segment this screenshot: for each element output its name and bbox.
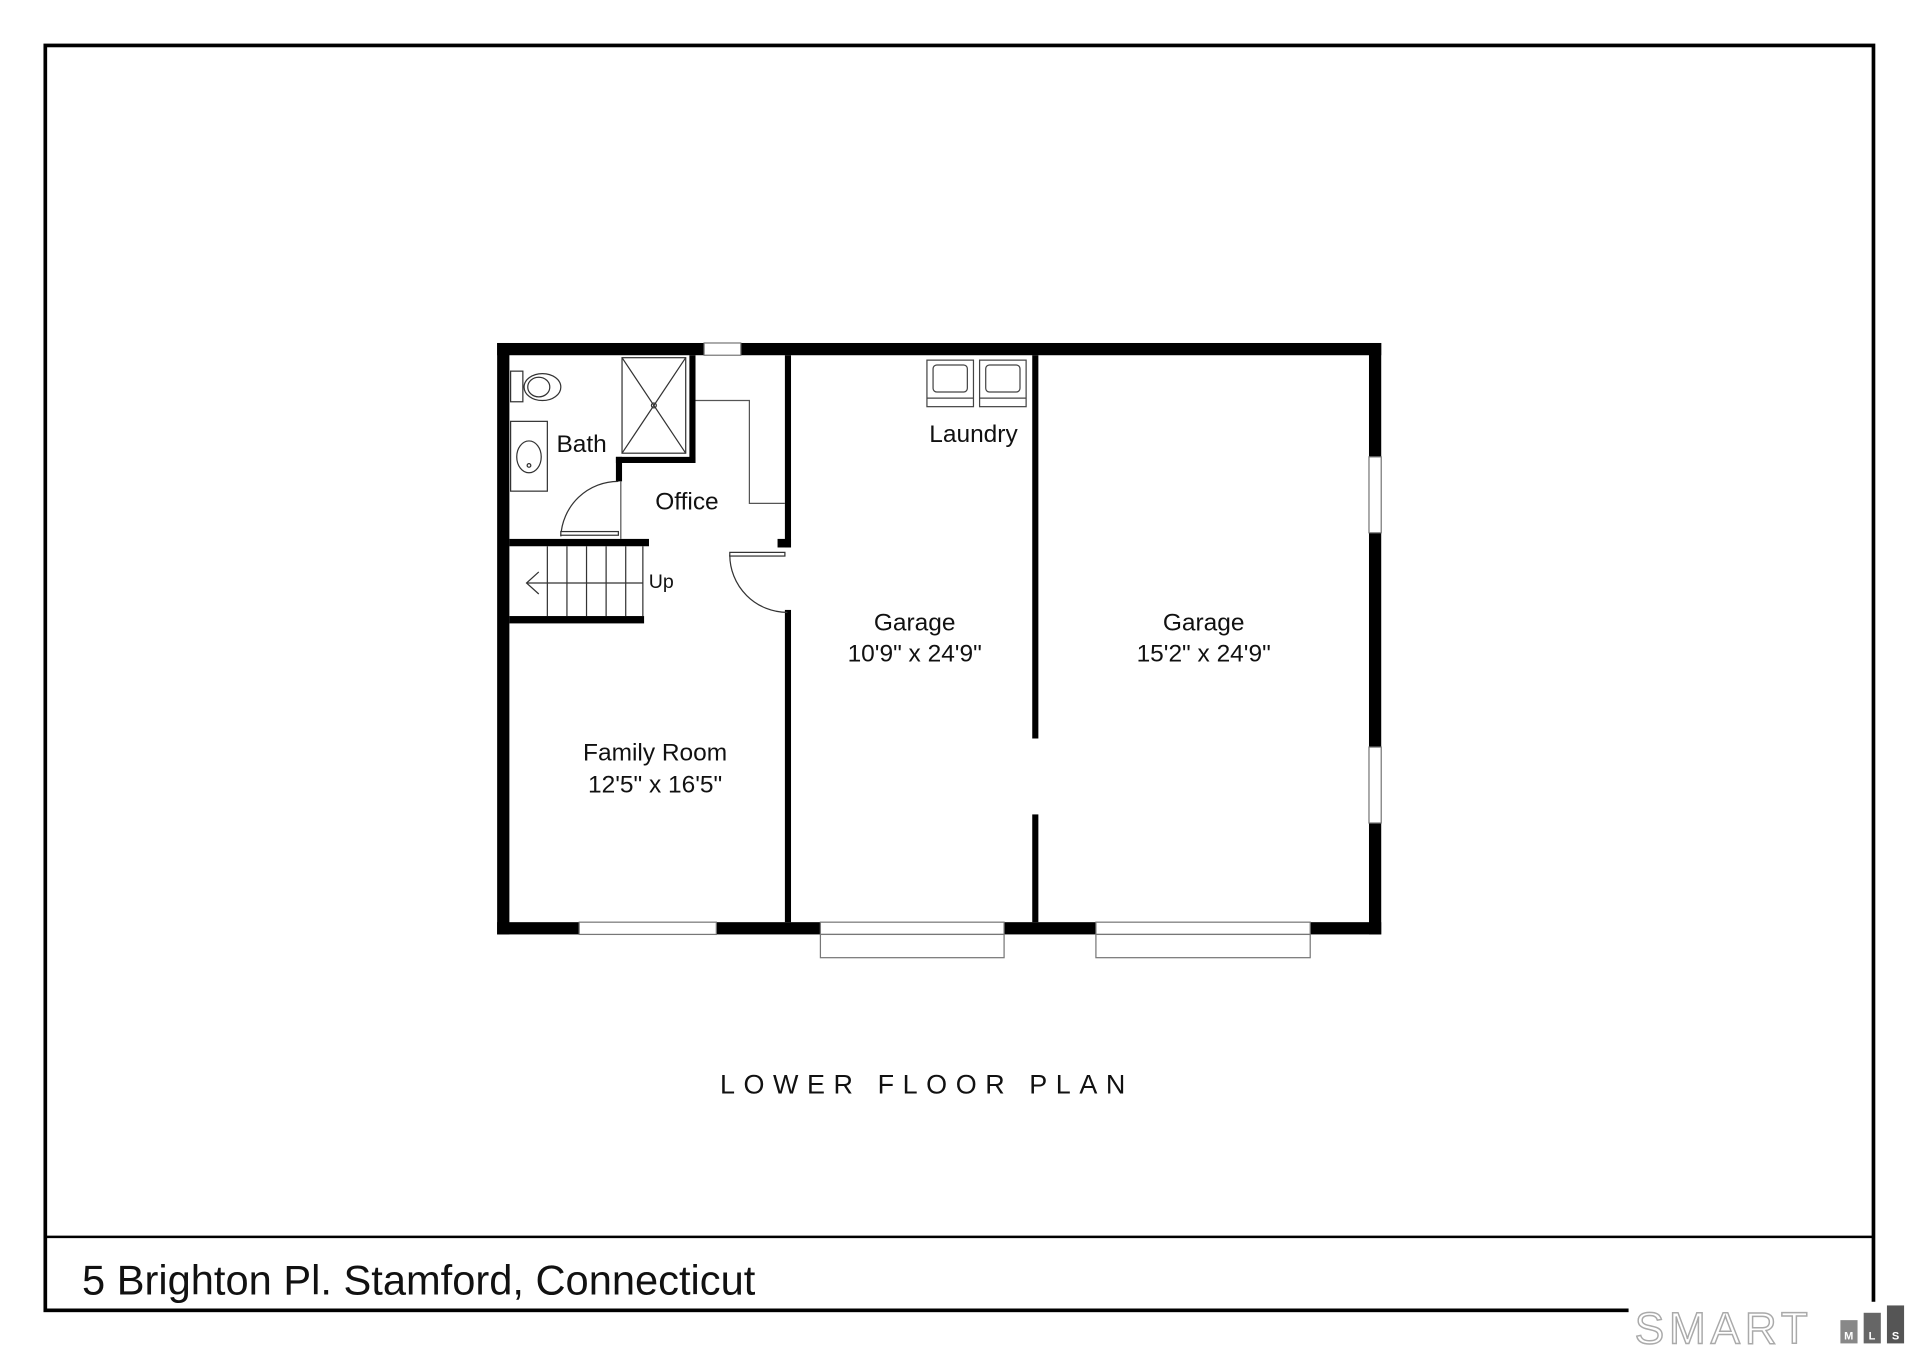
floor-plan: Bath Office Up Laundry Garage 10'9" x 24… [497, 342, 1382, 959]
door-swing-icon [560, 480, 788, 613]
plan-title: LOWER FLOOR PLAN [720, 1070, 1134, 1100]
stairs-up-label: Up [649, 571, 674, 593]
property-address: 5 Brighton Pl. Stamford, Connecticut [82, 1256, 756, 1303]
interior-wall [777, 538, 792, 548]
exterior-wall-left [497, 342, 510, 935]
interior-wall [509, 538, 649, 547]
svg-text:M: M [1844, 1331, 1853, 1343]
svg-text:SMART: SMART [1635, 1304, 1813, 1353]
window [578, 342, 1382, 959]
sink-icon [510, 420, 548, 492]
room-size-garage-2: 15'2" x 24'9" [1137, 640, 1271, 667]
room-label-garage-1: Garage [874, 610, 956, 637]
washer-dryer-icon [926, 359, 1027, 408]
smart-mls-logo: SMART M L S [1628, 1301, 1920, 1357]
interior-wall [1032, 355, 1039, 739]
shower-icon [621, 357, 687, 454]
room-size-family-room: 12'5" x 16'5" [588, 771, 722, 798]
svg-text:L: L [1869, 1331, 1876, 1343]
interior-wall [1032, 814, 1039, 923]
stairs-icon [525, 546, 644, 617]
svg-text:S: S [1892, 1331, 1899, 1343]
interior-wall [784, 355, 792, 548]
exterior-wall-right [1368, 342, 1382, 935]
interior-wall [615, 456, 623, 482]
exterior-wall-top [497, 342, 1382, 356]
room-label-laundry: Laundry [929, 421, 1018, 448]
room-size-garage-1: 10'9" x 24'9" [848, 640, 982, 667]
toilet-icon [510, 370, 562, 403]
interior-wall [509, 616, 645, 624]
room-label-family-room: Family Room [583, 740, 727, 767]
page-frame [43, 43, 1876, 1313]
room-label-office: Office [655, 489, 718, 516]
interior-wall [615, 456, 696, 463]
room-label-bath: Bath [556, 431, 606, 458]
interior-wall [689, 355, 696, 463]
interior-wall [784, 609, 792, 923]
office-partition [695, 399, 785, 505]
room-label-garage-2: Garage [1163, 610, 1245, 637]
